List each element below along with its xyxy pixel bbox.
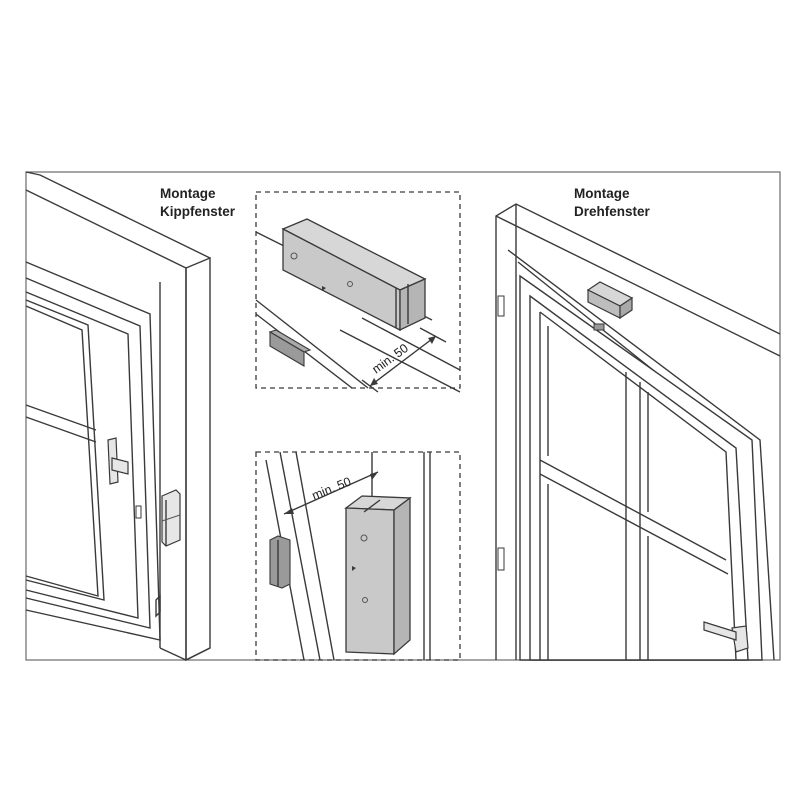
- turn-contact-sensor: [586, 281, 634, 320]
- detail-turn-side: min. 50: [255, 451, 461, 661]
- tilt-title-line2: Kippfenster: [160, 204, 236, 219]
- contact-device-top: [281, 218, 427, 332]
- turn-title-line1: Montage: [574, 186, 630, 201]
- tilt-title-line1: Montage: [160, 186, 216, 201]
- detail-tilt-top: min. 50: [255, 191, 461, 393]
- magnet-contact-sensor: [161, 489, 181, 547]
- contact-device-side: [344, 495, 412, 656]
- tilt-window-illustration: [25, 171, 211, 662]
- turn-title-line2: Drehfenster: [574, 204, 651, 219]
- dimension-label-bottom: min. 50: [310, 474, 353, 502]
- turn-window-illustration: [495, 203, 781, 661]
- magnet-side: [269, 535, 291, 589]
- magnet-top: [268, 329, 312, 367]
